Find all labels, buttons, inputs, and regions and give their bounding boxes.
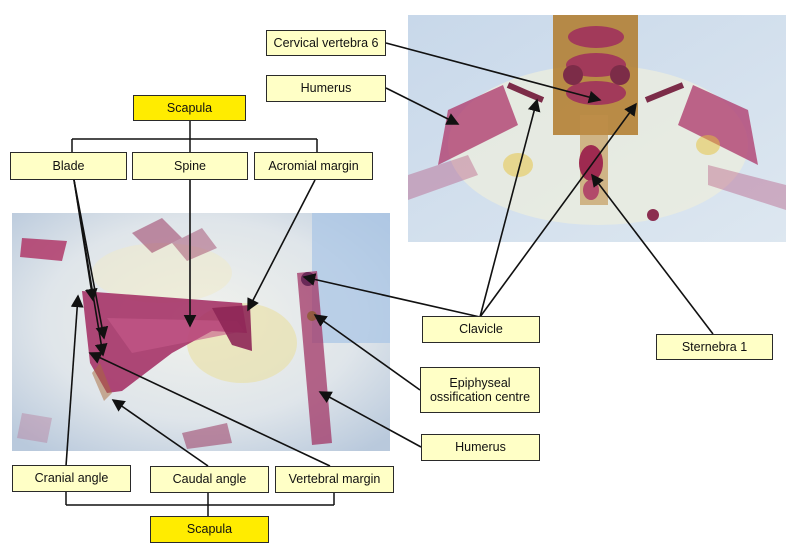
sternebra-label: Sternebra 1 [656,334,773,360]
blade-label: Blade [10,152,127,180]
humerus-bottom-label: Humerus [421,434,540,461]
bottom-scapula-title: Scapula [150,516,269,543]
cervical-sternum-specimen-photo [408,15,786,242]
caudal-angle-label: Caudal angle [150,466,269,493]
scapula-specimen-photo [12,213,390,451]
clavicle-label: Clavicle [422,316,540,343]
cervical-vertebra-label: Cervical vertebra 6 [266,30,386,56]
vertebral-margin-label: Vertebral margin [275,466,394,493]
acromial-margin-label: Acromial margin [254,152,373,180]
top-scapula-title: Scapula [133,95,246,121]
epiphyseal-ossification-label: Epiphyseal ossification centre [420,367,540,413]
spine-label: Spine [132,152,248,180]
humerus-top-label: Humerus [266,75,386,102]
cranial-angle-label: Cranial angle [12,465,131,492]
